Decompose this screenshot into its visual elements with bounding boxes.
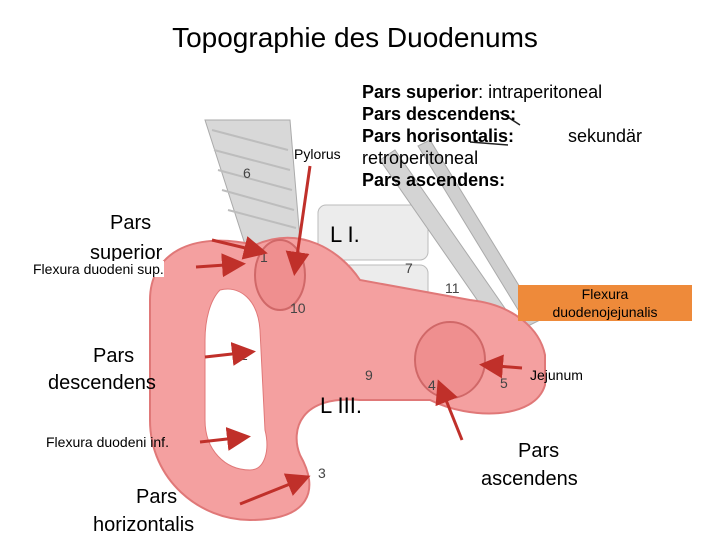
vertebra-l1 bbox=[317, 204, 429, 261]
fig-num-4: 4 bbox=[428, 377, 436, 393]
fig-num-5: 5 bbox=[500, 375, 508, 391]
label-pars-superior-2: superior bbox=[90, 242, 163, 264]
label-pars-ascendens-2: ascendens bbox=[481, 468, 578, 490]
arrow-flexura-inf bbox=[199, 427, 251, 451]
label-pars-ascendens-1: Pars bbox=[518, 440, 560, 462]
jejunum-end bbox=[414, 321, 486, 399]
label-pars-descendens-2: descendens bbox=[48, 372, 156, 394]
info-line-3: Pars horisontalis: bbox=[362, 126, 515, 146]
info-line-5: Pars ascendens: bbox=[362, 170, 506, 190]
fig-num-9: 9 bbox=[365, 367, 373, 383]
label-flexura-dj-2: duodenojejunalis bbox=[552, 304, 658, 320]
arrow-pars-horizontalis bbox=[239, 473, 311, 506]
info-line-2: Pars descendens: bbox=[362, 104, 517, 124]
label-flexura-duodenojejunalis: Flexura duodenojejunalis bbox=[518, 285, 692, 321]
fig-num-3: 3 bbox=[318, 465, 326, 481]
label-flexura-inf: Flexura duodeni inf. bbox=[46, 434, 169, 450]
fig-num-7: 7 bbox=[405, 260, 413, 276]
fig-num-11: 11 bbox=[445, 280, 460, 296]
pointer-descendens bbox=[499, 111, 521, 126]
arrow-pylorus bbox=[285, 165, 312, 276]
arrow-pars-superior bbox=[211, 236, 268, 260]
fig-num-10: 10 bbox=[290, 300, 306, 316]
info-line-4: retroperitoneal bbox=[362, 148, 479, 168]
fig-num-6: 6 bbox=[243, 165, 251, 181]
arrow-jejunum bbox=[479, 354, 523, 379]
label-flexura-sup: Flexura duodeni sup. bbox=[33, 261, 164, 277]
info-line-1-bold: Pars superior bbox=[362, 82, 479, 102]
label-pars-horizontalis-1: Pars bbox=[136, 486, 178, 508]
info-line-3-extra: sekundär bbox=[568, 126, 643, 146]
fig-num-2: 2 bbox=[240, 347, 248, 363]
label-pars-horizontalis-2: horizontalis bbox=[93, 514, 195, 536]
label-pars-descendens-1: Pars bbox=[93, 345, 135, 367]
page-title: Topographie des Duodenums bbox=[172, 22, 538, 53]
label-flexura-dj-1: Flexura bbox=[581, 286, 629, 302]
pointer-horisontalis bbox=[469, 141, 509, 146]
info-line-1-rest: : intraperitoneal bbox=[478, 82, 603, 102]
stomach-stripes bbox=[211, 129, 297, 229]
arrow-flexura-sup bbox=[195, 253, 246, 278]
label-pylorus: Pylorus bbox=[294, 146, 341, 162]
duodenum-inner bbox=[204, 288, 268, 471]
arrow-pars-descendens bbox=[204, 342, 256, 366]
label-pars-superior-1: Pars bbox=[110, 212, 152, 234]
arrow-pars-ascendens bbox=[435, 379, 464, 441]
info-line-1: Pars superior: intraperitoneal bbox=[362, 81, 602, 103]
label-l3: L III. bbox=[320, 393, 362, 418]
label-jejunum: Jejunum bbox=[530, 367, 583, 383]
label-l1: L I. bbox=[330, 222, 360, 247]
